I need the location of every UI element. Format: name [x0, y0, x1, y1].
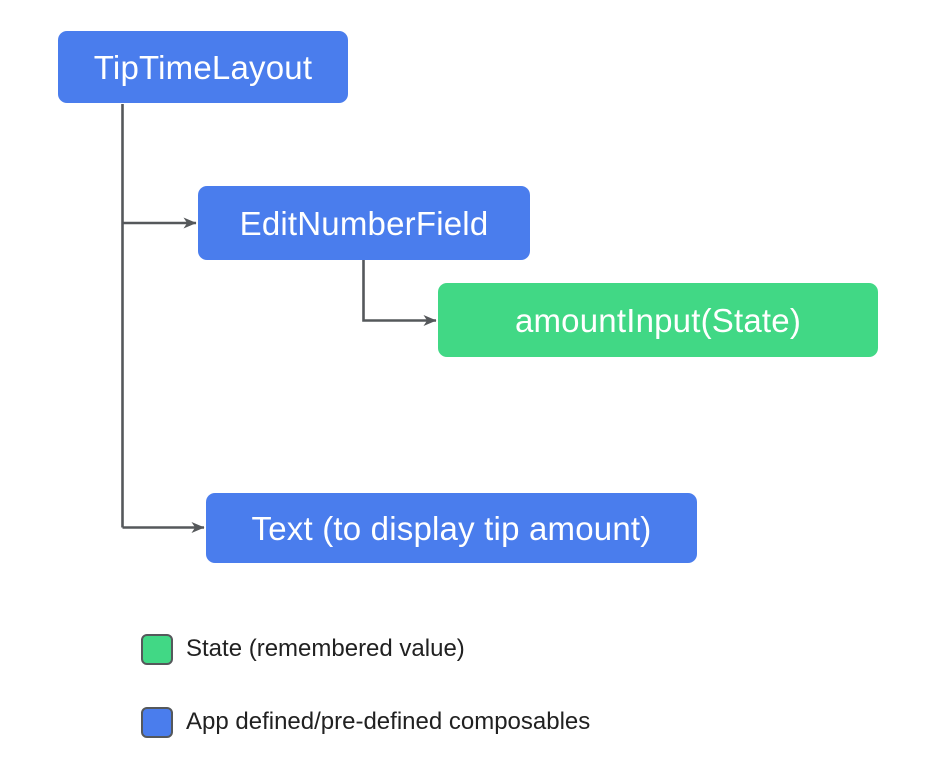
node-tiptimelayout: TipTimeLayout: [58, 31, 348, 103]
node-text-display-tip: Text (to display tip amount): [206, 493, 697, 563]
node-text-display-label: Text (to display tip amount): [251, 509, 652, 547]
node-tiptimelayout-label: TipTimeLayout: [93, 48, 313, 86]
legend-label-state: State (remembered value): [186, 635, 465, 662]
legend-item-state: State (remembered value): [141, 632, 465, 666]
legend-swatch-state-green: [141, 633, 173, 665]
legend-label-composables: App defined/pre-defined composables: [186, 708, 591, 735]
node-amountinput-label: amountInput(State): [514, 301, 802, 339]
node-editnumberfield-label: EditNumberField: [239, 204, 489, 242]
node-amountinput-state: amountInput(State): [438, 283, 878, 357]
edge-editnumberfield-amountinput: [362, 260, 437, 326]
node-editnumberfield: EditNumberField: [198, 186, 530, 260]
legend-item-composables: App defined/pre-defined composables: [141, 705, 590, 739]
legend-swatch-composable-blue: [141, 706, 173, 738]
